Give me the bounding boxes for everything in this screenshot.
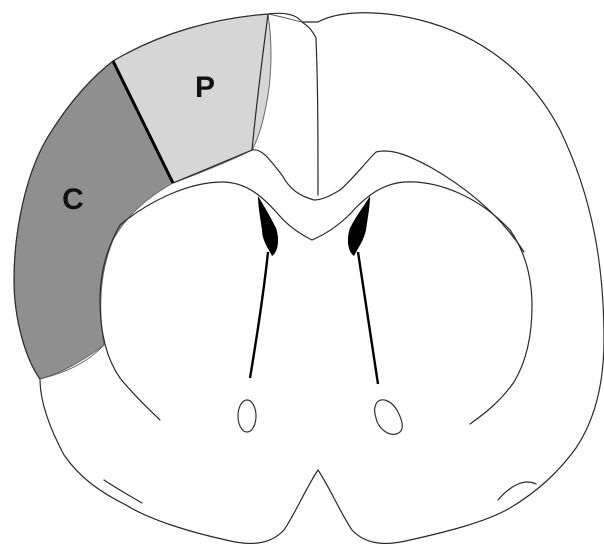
lateral-ventricle-right-tail — [358, 252, 378, 384]
corpus-callosum-inner — [120, 182, 510, 240]
striatum-right-outline — [470, 230, 532, 424]
ventral-notch-left — [104, 480, 142, 503]
anterior-commissure-left — [238, 400, 256, 432]
ventral-notch-right — [498, 482, 536, 500]
region-p-label: P — [195, 71, 215, 104]
striatum-left-outline — [100, 225, 160, 420]
region-c-label: C — [62, 183, 84, 216]
lateral-ventricle-left — [258, 196, 278, 256]
anterior-commissure-right — [375, 400, 403, 434]
midline-fissure — [302, 22, 318, 195]
lateral-ventricle-left-tail — [250, 252, 268, 378]
